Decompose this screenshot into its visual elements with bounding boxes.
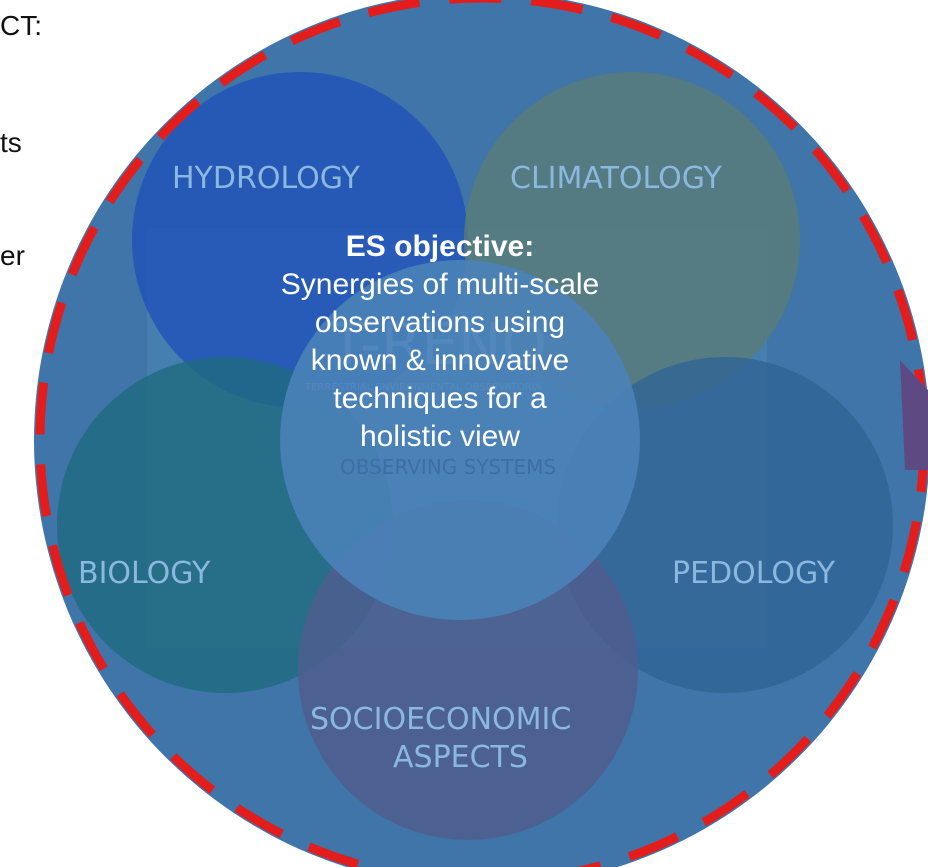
- climatology-label: CLIMATOLOGY: [510, 161, 722, 196]
- objective-title: ES objective:: [345, 230, 535, 263]
- logo-systems: OBSERVING SYSTEMS: [340, 455, 557, 479]
- objective-line-3: known & innovative: [310, 344, 570, 377]
- left-text-line-1: CT:: [0, 10, 42, 41]
- objective-line-2: observations using: [314, 306, 566, 339]
- socioeconomic-label-line-1: SOCIOECONOMIC: [310, 702, 572, 737]
- socioeconomic-label-line-2: ASPECTS: [393, 740, 528, 775]
- ring-arrow-head: [900, 360, 928, 470]
- es-objective: ES objective: Synergies of multi-scale o…: [160, 228, 720, 456]
- objective-line-4: techniques for a: [333, 382, 547, 415]
- left-text-line-3: er: [0, 240, 25, 271]
- biology-label: BIOLOGY: [78, 556, 211, 591]
- logo-subtitle: TERRESTRIAL ENVIRONMENTAL OBSERVATORIA: [305, 382, 542, 393]
- hydrology-label: HYDROLOGY: [172, 161, 360, 196]
- objective-line-5: holistic view: [359, 420, 521, 453]
- center-circle: [280, 260, 640, 620]
- pedology-circle: [557, 357, 893, 693]
- left-text-line-2: ts: [0, 127, 22, 158]
- objective-line-1: Synergies of multi-scale: [280, 268, 600, 301]
- pedology-label: PEDOLOGY: [672, 556, 836, 591]
- logo-name: T-RENO: [330, 310, 548, 378]
